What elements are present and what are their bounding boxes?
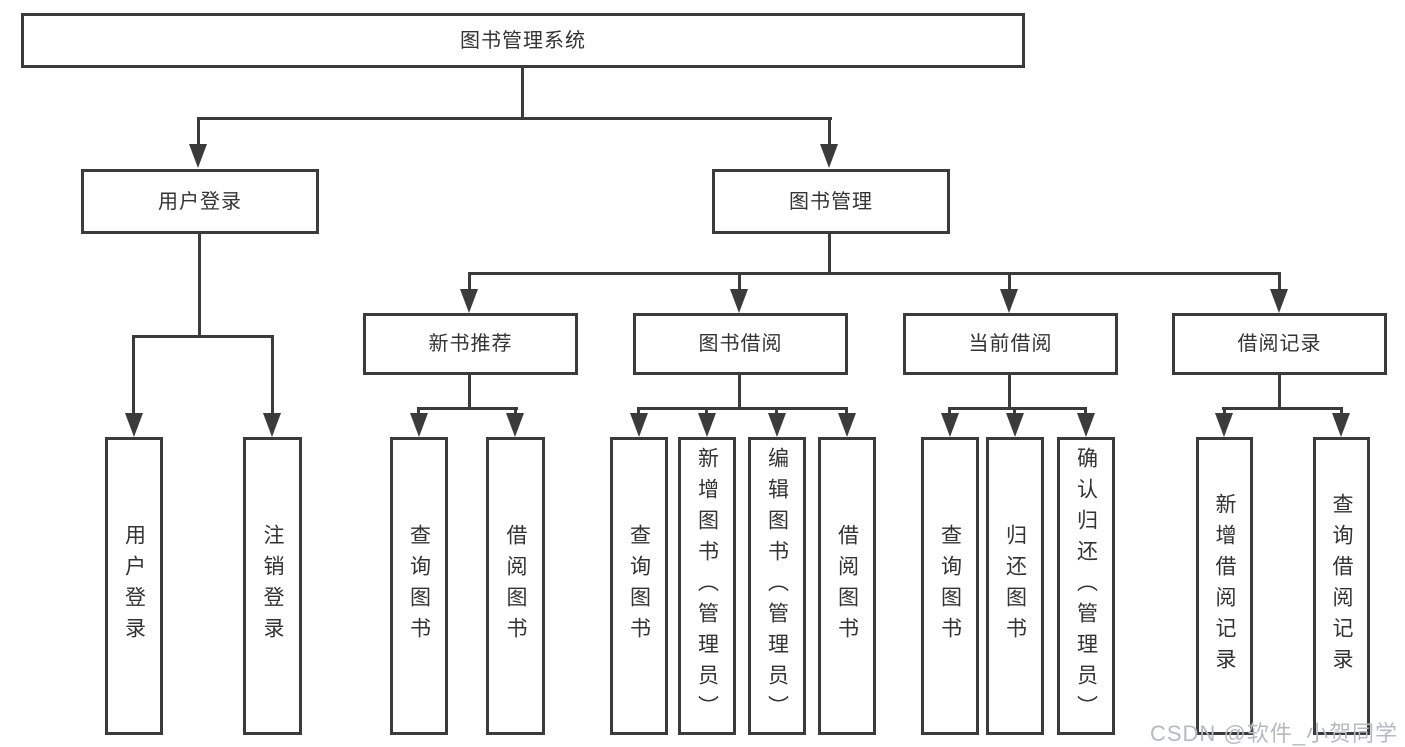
node-user-login: 用户登录 <box>81 169 319 234</box>
connector-section-bar <box>417 407 518 410</box>
connector-to-leaf <box>845 407 848 417</box>
node-label: 图书管理 <box>789 190 873 213</box>
csdn-watermark: CSDN @软件_小贺同学 <box>1149 721 1398 746</box>
connector-section-stem <box>468 375 471 407</box>
arrow-down-icon <box>730 289 748 313</box>
node-book-management: 图书管理 <box>712 169 950 234</box>
leaf-edit-books-admin: 编辑图书（管理员） <box>748 437 806 735</box>
leaf-label: 新增借阅记录 <box>1213 493 1236 679</box>
connector-to-leaf <box>514 407 517 417</box>
arrow-down-icon <box>125 413 143 437</box>
connector-section-bar <box>637 407 848 410</box>
leaf-label: 查询图书 <box>407 524 431 648</box>
leaf-return-books: 归还图书 <box>986 437 1044 735</box>
node-label: 图书管理系统 <box>460 29 586 52</box>
leaf-label: 查询借阅记录 <box>1330 493 1353 679</box>
node-label: 用户登录 <box>158 190 242 213</box>
node-label: 新书推荐 <box>428 333 513 355</box>
leaf-label: 编辑图书（管理员） <box>765 446 789 726</box>
arrow-down-icon <box>1000 289 1018 313</box>
node-label: 借阅记录 <box>1237 333 1322 355</box>
arrow-down-icon <box>838 413 856 437</box>
connector-to-leaf <box>1223 407 1226 417</box>
node-borrow-records: 借阅记录 <box>1172 313 1387 375</box>
arrow-down-icon <box>189 144 207 168</box>
leaf-label: 查询图书 <box>627 524 651 648</box>
connector-to-section <box>468 272 471 292</box>
connector-to-leaf <box>705 407 708 417</box>
connector-section-stem <box>1008 375 1011 407</box>
connector-to-section <box>1278 272 1281 292</box>
arrow-down-icon <box>941 413 959 437</box>
leaf-query-borrow-record: 查询借阅记录 <box>1313 437 1370 735</box>
connector-to-user-login <box>197 117 200 147</box>
connector-section-stem <box>738 375 741 407</box>
arrow-down-icon <box>1332 413 1350 437</box>
arrow-down-icon <box>698 413 716 437</box>
connector-to-leaf <box>1013 407 1016 417</box>
leaf-label: 确认归还（管理员） <box>1074 446 1098 726</box>
arrow-down-icon <box>410 413 428 437</box>
node-label: 图书借阅 <box>698 333 783 355</box>
node-new-book-recommend: 新书推荐 <box>363 313 578 375</box>
leaf-add-borrow-record: 新增借阅记录 <box>1196 437 1253 735</box>
node-root-system: 图书管理系统 <box>21 13 1025 68</box>
node-current-borrow: 当前借阅 <box>903 313 1118 375</box>
connector-book-mgmt-stem <box>828 234 831 272</box>
connector-to-section <box>1008 272 1011 292</box>
arrow-down-icon <box>506 413 524 437</box>
leaf-label: 借阅图书 <box>504 524 527 648</box>
leaf-borrow-books: 借阅图书 <box>818 437 876 735</box>
leaf-query-books: 查询图书 <box>390 437 448 735</box>
connector-to-leaf <box>132 335 135 415</box>
arrow-down-icon <box>1270 289 1288 313</box>
connector-to-book-management <box>828 117 831 147</box>
leaf-borrow-books: 借阅图书 <box>486 437 545 735</box>
node-label: 当前借阅 <box>968 333 1053 355</box>
arrow-down-icon <box>820 144 838 168</box>
connector-root-stem <box>521 68 524 117</box>
connector-to-leaf <box>775 407 778 417</box>
connector-section-bar <box>1222 407 1343 410</box>
node-book-borrow: 图书借阅 <box>633 313 848 375</box>
leaf-user-login: 用户登录 <box>105 437 163 735</box>
arrow-down-icon <box>768 413 786 437</box>
arrow-down-icon <box>460 289 478 313</box>
connector-level3-bar <box>468 272 1281 275</box>
connector-to-section <box>738 272 741 292</box>
connector-to-leaf <box>271 335 274 415</box>
arrow-down-icon <box>630 413 648 437</box>
leaf-confirm-return-admin: 确认归还（管理员） <box>1057 437 1115 735</box>
connector-to-leaf <box>637 407 640 417</box>
leaf-add-books-admin: 新增图书（管理员） <box>678 437 736 735</box>
connector-user-login-bar <box>132 335 274 338</box>
leaf-logout: 注销登录 <box>243 437 302 735</box>
connector-to-leaf <box>1340 407 1343 417</box>
connector-user-login-stem <box>198 234 201 335</box>
leaf-label: 用户登录 <box>122 524 146 648</box>
leaf-label: 归还图书 <box>1003 524 1027 648</box>
leaf-label: 注销登录 <box>261 524 284 648</box>
arrow-down-icon <box>1215 413 1233 437</box>
arrow-down-icon <box>1077 413 1095 437</box>
connector-to-leaf <box>948 407 951 417</box>
leaf-query-books: 查询图书 <box>610 437 668 735</box>
connector-section-stem <box>1278 375 1281 407</box>
arrow-down-icon <box>1006 413 1024 437</box>
leaf-query-books: 查询图书 <box>921 437 979 735</box>
leaf-label: 新增图书（管理员） <box>695 446 719 726</box>
connector-to-leaf <box>1084 407 1087 417</box>
connector-to-leaf <box>417 407 420 417</box>
leaf-label: 查询图书 <box>938 524 962 648</box>
leaf-label: 借阅图书 <box>835 524 859 648</box>
connector-section-bar <box>948 407 1087 410</box>
arrow-down-icon <box>263 413 281 437</box>
connector-level1-bar <box>197 117 832 120</box>
